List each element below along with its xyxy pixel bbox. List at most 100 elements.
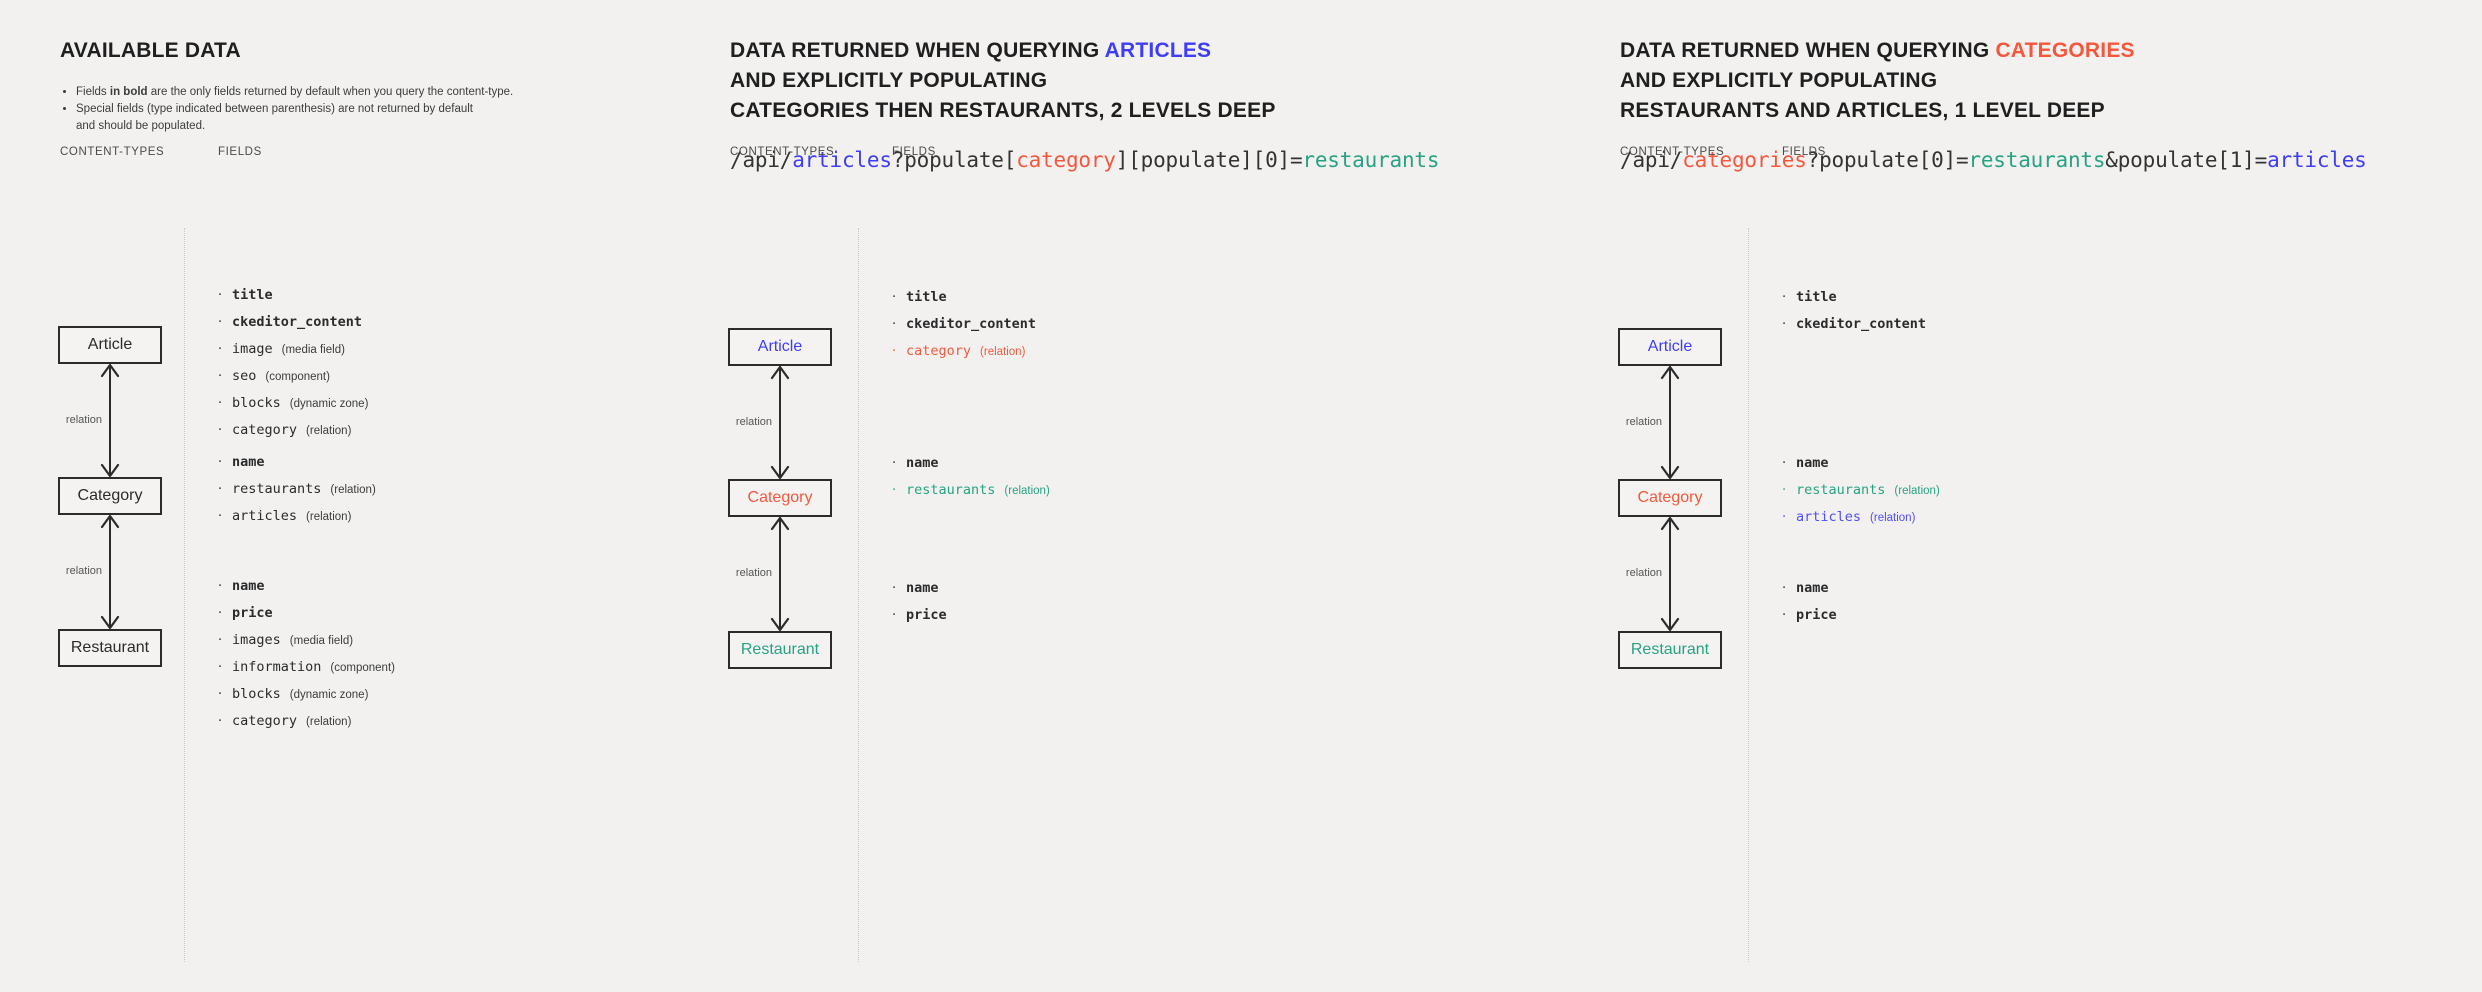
content-type-node-category[interactable]: Category xyxy=(58,477,162,515)
api-url-segment: ?populate[0]= xyxy=(1806,148,1969,172)
bullet-icon: · xyxy=(218,455,223,470)
field-name: category xyxy=(906,343,972,359)
content-type-node-restaurant[interactable]: Restaurant xyxy=(58,629,162,667)
column-divider xyxy=(1748,228,1749,962)
field-row: ·title xyxy=(218,287,368,304)
note-item: Fields in bold are the only fields retur… xyxy=(76,84,513,100)
relation-label: relation xyxy=(735,567,772,579)
field-name: title xyxy=(232,287,273,303)
content-type-node-restaurant[interactable]: Restaurant xyxy=(728,631,832,669)
field-group-category: ·name·restaurants(relation) xyxy=(892,455,1050,509)
field-type: (relation) xyxy=(306,716,352,728)
bullet-icon: · xyxy=(218,342,223,357)
field-name: seo xyxy=(232,368,257,384)
bullet-icon: · xyxy=(1782,608,1787,623)
bullet-icon: · xyxy=(1782,317,1787,332)
field-row: ·restaurants(relation) xyxy=(1782,482,1940,499)
api-url-segment: ?populate[ xyxy=(891,148,1017,172)
field-row: ·name xyxy=(1782,455,1940,472)
field-group-restaurant: ·name·price xyxy=(1782,580,1837,634)
column-divider xyxy=(184,228,185,962)
field-group-article: ·title·ckeditor_content xyxy=(1782,289,1926,343)
bullet-icon: · xyxy=(218,606,223,621)
relation-arrow-icon xyxy=(770,517,790,631)
field-row: ·ckeditor_content xyxy=(218,314,368,331)
field-type: (component) xyxy=(330,662,395,674)
column-heading-query-articles: DATA RETURNED WHEN QUERYING ARTICLES AND … xyxy=(730,36,1439,172)
notes-list: Fields in bold are the only fields retur… xyxy=(60,84,513,134)
field-name: articles xyxy=(1796,509,1862,525)
api-url-segment: restaurants xyxy=(1968,148,2106,172)
api-url: /api/categories?populate[0]=restaurants&… xyxy=(1620,148,2367,172)
node-label: Category xyxy=(1637,489,1703,506)
field-group-restaurant: ·name·price xyxy=(892,580,947,634)
field-row: ·title xyxy=(1782,289,1926,306)
content-type-node-article[interactable]: Article xyxy=(728,328,832,366)
bullet-icon: · xyxy=(218,687,223,702)
relation-connector xyxy=(80,515,140,629)
content-type-node-article[interactable]: Article xyxy=(1618,328,1722,366)
field-name: name xyxy=(1796,580,1829,596)
subhead-fields: FIELDS xyxy=(892,146,936,158)
field-group-article: ·title·ckeditor_content·category(relatio… xyxy=(892,289,1036,370)
heading-text: AVAILABLE DATA xyxy=(60,39,241,62)
heading-accent: CATEGORIES xyxy=(1995,39,2135,62)
subhead-fields: FIELDS xyxy=(1782,146,1826,158)
content-type-node-category[interactable]: Category xyxy=(728,479,832,517)
bullet-icon: · xyxy=(218,396,223,411)
node-label: Restaurant xyxy=(740,641,820,658)
heading-accent: ARTICLES xyxy=(1104,39,1212,62)
heading-text: AND EXPLICITLY POPULATING xyxy=(730,69,1048,92)
field-type: (relation) xyxy=(1004,485,1050,497)
bullet-icon: · xyxy=(1782,290,1787,305)
heading-line: AND EXPLICITLY POPULATING xyxy=(1620,66,2367,96)
node-label: Article xyxy=(87,336,133,353)
field-group-category: ·name·restaurants(relation)·articles(rel… xyxy=(1782,455,1940,536)
field-group-restaurant: ·name·price·images(media field)·informat… xyxy=(218,578,395,740)
heading-line: RESTAURANTS AND ARTICLES, 1 LEVEL DEEP xyxy=(1620,96,2367,126)
content-type-node-restaurant[interactable]: Restaurant xyxy=(1618,631,1722,669)
node-label: Category xyxy=(77,487,143,504)
relation-connector xyxy=(1640,517,1700,631)
field-name: information xyxy=(232,659,322,675)
bullet-icon: · xyxy=(892,483,897,498)
field-type: (relation) xyxy=(306,425,352,437)
relation-connector xyxy=(1640,366,1700,479)
bullet-icon: · xyxy=(892,581,897,596)
bullet-icon: · xyxy=(1782,581,1787,596)
node-label: Article xyxy=(757,338,803,355)
bullet-icon: · xyxy=(1782,456,1787,471)
note-bold: in bold xyxy=(109,86,148,98)
field-type: (relation) xyxy=(330,484,376,496)
bullet-icon: · xyxy=(218,509,223,524)
field-row: ·ckeditor_content xyxy=(892,316,1036,333)
note-text: Special fields (type indicated between p… xyxy=(76,103,473,115)
heading-line: AND EXPLICITLY POPULATING xyxy=(730,66,1439,96)
relation-label: relation xyxy=(735,415,772,428)
relation-arrow-icon xyxy=(770,366,790,479)
field-name: category xyxy=(232,713,298,729)
field-type: (relation) xyxy=(1894,485,1940,497)
field-type: (relation) xyxy=(306,511,352,523)
field-row: ·blocks(dynamic zone) xyxy=(218,395,368,412)
content-type-node-category[interactable]: Category xyxy=(1618,479,1722,517)
field-name: restaurants xyxy=(232,481,322,497)
field-row: ·price xyxy=(892,607,947,624)
bullet-icon: · xyxy=(218,315,223,330)
field-type: (dynamic zone) xyxy=(289,689,369,701)
relation-label: relation xyxy=(65,565,102,577)
field-name: restaurants xyxy=(1796,482,1886,498)
relation-connector xyxy=(750,366,810,479)
bullet-icon: · xyxy=(218,482,223,497)
field-row: ·articles(relation) xyxy=(218,508,376,525)
field-type: (relation) xyxy=(980,346,1026,358)
api-url-segment: /api/ xyxy=(730,148,793,172)
bullet-icon: · xyxy=(218,660,223,675)
heading-line: DATA RETURNED WHEN QUERYING ARTICLES xyxy=(730,36,1439,66)
field-row: · information (component) xyxy=(218,659,395,676)
field-name: images xyxy=(232,632,281,648)
field-name: price xyxy=(906,607,947,623)
content-type-node-article[interactable]: Article xyxy=(58,326,162,364)
api-url-segment: categories xyxy=(1682,148,1807,172)
